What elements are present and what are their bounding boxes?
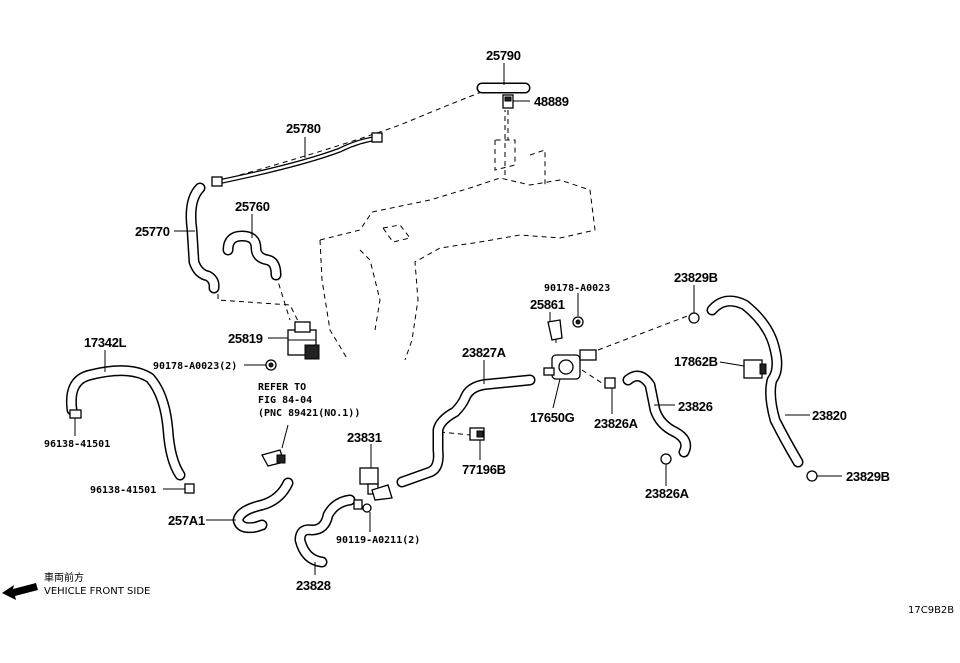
label-refer-line3: (PNC 89421(NO.1)) <box>258 408 360 419</box>
hoses <box>65 82 804 568</box>
label-96138-41501-bottom: 96138-41501 <box>90 485 156 496</box>
part-labels: 25790 48889 25780 25760 25770 25819 9017… <box>44 48 890 593</box>
leader-lines <box>74 63 842 575</box>
label-25861: 25861 <box>530 297 565 312</box>
label-25819: 25819 <box>228 331 263 346</box>
clip-23826A-bottom <box>660 453 672 465</box>
clip-96138-top <box>69 409 82 419</box>
label-48889: 48889 <box>534 94 569 109</box>
connector-refer <box>261 424 289 467</box>
clip-23826A-top <box>604 377 616 389</box>
label-23820: 23820 <box>812 408 847 423</box>
clip-23829B-bottom <box>806 470 818 482</box>
clip-23829B-top <box>688 312 700 324</box>
label-refer-line1: REFER TO <box>258 382 306 393</box>
small-parts <box>69 94 818 513</box>
label-90119-a0211-2: 90119-A0211(2) <box>336 535 420 546</box>
label-25760: 25760 <box>235 199 270 214</box>
label-23826A-top: 23826A <box>594 416 639 431</box>
front-side-japanese: 車両前方 <box>44 571 84 584</box>
part-23831 <box>359 467 393 501</box>
label-refer-line2: FIG 84-04 <box>258 395 312 406</box>
front-arrow-icon <box>2 583 38 600</box>
label-17342L: 17342L <box>84 335 127 350</box>
part-25861 <box>547 319 563 341</box>
label-90178-a0023: 90178-A0023 <box>544 283 610 294</box>
label-25770: 25770 <box>135 224 170 239</box>
label-23831: 23831 <box>347 430 382 445</box>
clip-96138-bottom <box>184 483 195 494</box>
label-23827A: 23827A <box>462 345 507 360</box>
label-90178-a0023-2: 90178-A0023(2) <box>153 361 237 372</box>
label-96138-41501-top: 96138-41501 <box>44 439 110 450</box>
front-side-indicator: 車両前方 VEHICLE FRONT SIDE <box>2 571 150 600</box>
label-23829B-bottom: 23829B <box>846 469 890 484</box>
label-25790: 25790 <box>486 48 521 63</box>
label-25780: 25780 <box>286 121 321 136</box>
label-23829B-top: 23829B <box>674 270 718 285</box>
bolt-90119-a0211 <box>362 503 372 513</box>
label-77196B: 77196B <box>462 462 506 477</box>
label-17862B: 17862B <box>674 354 718 369</box>
label-23826: 23826 <box>678 399 713 414</box>
part-17650G <box>543 349 597 380</box>
label-257A1: 257A1 <box>168 513 205 528</box>
part-25819 <box>287 321 320 360</box>
figure-code: 17C9B2B <box>908 605 954 616</box>
label-17650G: 17650G <box>530 410 575 425</box>
part-17862B <box>743 359 763 379</box>
part-77196B <box>469 427 485 441</box>
label-23828: 23828 <box>296 578 331 593</box>
front-side-english: VEHICLE FRONT SIDE <box>44 586 150 597</box>
label-23826A-bottom: 23826A <box>645 486 690 501</box>
